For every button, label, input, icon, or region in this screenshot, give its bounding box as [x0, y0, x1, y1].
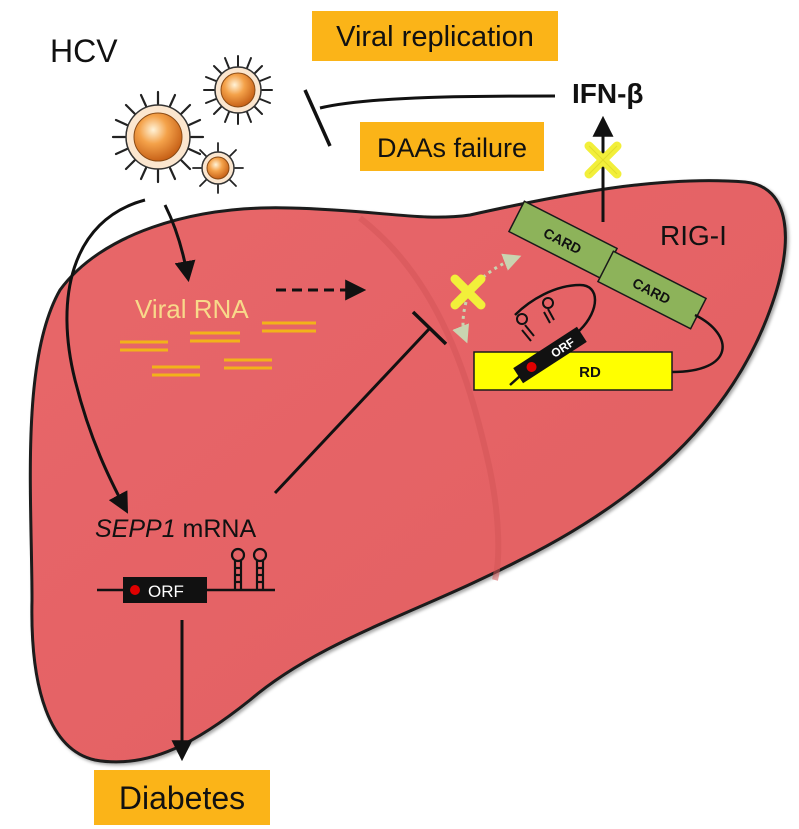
sepp1-hairpin-2 [252, 547, 268, 590]
virus-to-sepp1-arrow [65, 198, 146, 514]
ifn-inhibition-line [319, 94, 556, 110]
virus-to-viral-rna-arrow [163, 204, 196, 283]
sepp1-inhibition-line [273, 326, 432, 495]
virus-particle-large [111, 90, 205, 184]
rig-i-label: RIG-I [660, 220, 727, 251]
ifn-beta-label: IFN-β [572, 78, 644, 109]
rd-hairpin-2 [542, 297, 555, 324]
block-cross-card [450, 274, 486, 310]
viral-rna-strands [120, 321, 316, 377]
viral-replication-box: Viral replication [312, 11, 558, 61]
sepp1-orf-block: ORF [123, 577, 207, 603]
svg-text:Diabetes: Diabetes [119, 780, 245, 816]
liver-shape [28, 179, 787, 764]
svg-text:Viral replication: Viral replication [336, 21, 534, 53]
block-cross-ifn [584, 141, 622, 179]
virus-particle-small [192, 142, 244, 194]
sepp1-hairpin-1 [230, 547, 246, 590]
card-rd-linker [671, 313, 724, 374]
rd-orf-tail [509, 375, 521, 386]
card-domain-1: CARD [507, 200, 619, 280]
svg-text:RD: RD [579, 364, 601, 381]
liver-lobe-division [358, 215, 502, 581]
virus-particle-medium [203, 55, 273, 125]
viral-rna-label: Viral RNA [135, 294, 249, 324]
card-domain-2: CARD [596, 250, 708, 330]
daas-failure-box: DAAs failure [360, 122, 544, 171]
dotted-arrow-to-card [476, 253, 522, 284]
hcv-label: HCV [50, 33, 118, 69]
svg-text:ORF: ORF [148, 582, 184, 601]
svg-text:DAAs failure: DAAs failure [377, 133, 527, 163]
sepp1-mrna-label: SEPP1 mRNA [95, 515, 256, 543]
rd-domain: RD [473, 351, 673, 391]
diabetes-box: Diabetes [94, 770, 270, 825]
rd-hairpin-1 [516, 313, 535, 342]
ifn-inhibition-bar [303, 89, 332, 147]
sepp1-inhibition-bar [411, 310, 448, 346]
dotted-arrow-to-rd [452, 301, 470, 344]
